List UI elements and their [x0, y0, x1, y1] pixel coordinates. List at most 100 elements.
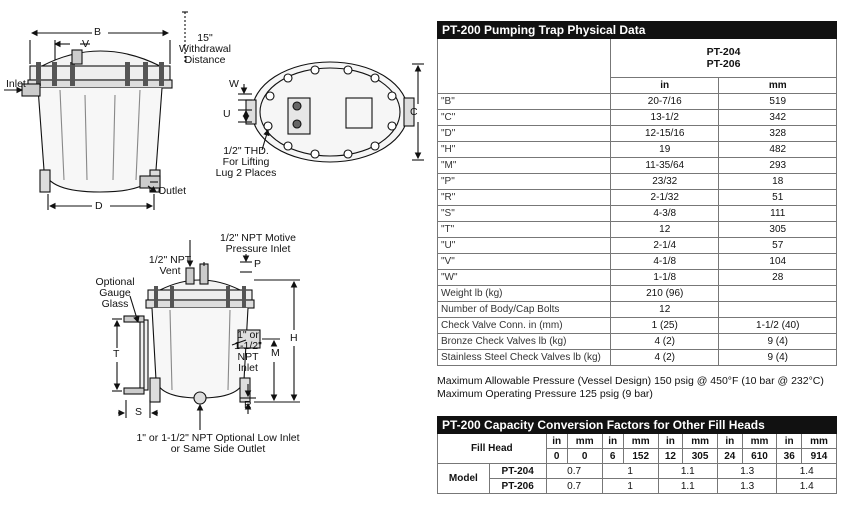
stainless-in: 4 (2) — [609, 349, 720, 366]
unit-in-header: in — [609, 77, 720, 94]
row-key: "W" — [437, 269, 611, 286]
trap-drawing-svg — [4, 11, 424, 430]
weight-value: 210 (96) — [609, 285, 720, 302]
row-key: "M" — [437, 157, 611, 174]
row-in: 19 — [609, 141, 720, 158]
row-key: "D" — [437, 125, 611, 142]
model-name: PT-204 — [488, 463, 547, 479]
model-header-line-2: PT-206 — [706, 58, 741, 70]
table-row: Stainless Steel Check Valves lb (kg)4 (2… — [437, 349, 837, 366]
table-row: Bronze Check Valves lb (kg)4 (2)9 (4) — [437, 333, 837, 350]
unit-cell: mm — [801, 433, 837, 449]
gauge-glass-line-1: Optional — [95, 276, 135, 288]
row-key: "U" — [437, 237, 611, 254]
row-in: 12-15/16 — [609, 125, 720, 142]
row-in: 4-3/8 — [609, 205, 720, 222]
physical-data-table: PT-200 Pumping Trap Physical Data PT-204… — [437, 21, 837, 366]
head-cell: 305 — [682, 448, 718, 464]
factor-cell: 1 — [601, 478, 659, 494]
row-mm: 519 — [718, 93, 837, 110]
npt-motive-label: 1/2" NPT Motive Pressure Inlet — [212, 233, 304, 255]
low-inlet-line-2: or Same Side Outlet — [170, 443, 266, 455]
bolts-key: Number of Body/Cap Bolts — [437, 301, 611, 318]
head-cell: 36 — [776, 448, 803, 464]
row-in: 2-1/4 — [609, 237, 720, 254]
row-mm: 342 — [718, 109, 837, 126]
gauge-glass-line-3: Glass — [101, 298, 129, 310]
npt-inlet-line-3: NPT — [237, 351, 259, 363]
weight-key: Weight lb (kg) — [437, 285, 611, 302]
row-in: 1-1/8 — [609, 269, 720, 286]
bolts-value: 12 — [609, 301, 720, 318]
model-name: PT-206 — [488, 478, 547, 494]
dim-c-label: C — [410, 106, 418, 118]
row-key: "P" — [437, 173, 611, 190]
dim-v-label: V — [82, 38, 90, 50]
model-label: Model — [437, 463, 490, 494]
row-key: "V" — [437, 253, 611, 270]
model-header-line-1: PT-204 — [706, 46, 741, 58]
row-key: "S" — [437, 205, 611, 222]
dim-s-label: S — [135, 406, 143, 418]
npt-inlet-line-1: 1" or — [237, 329, 259, 341]
bronze-mm: 9 (4) — [718, 333, 837, 350]
head-cell: 6 — [601, 448, 624, 464]
max-operating-pressure: Maximum Operating Pressure 125 psig (9 b… — [437, 388, 653, 400]
row-in: 13-1/2 — [609, 109, 720, 126]
gauge-glass-label: Optional Gauge Glass — [90, 277, 140, 310]
capacity-table: PT-200 Capacity Conversion Factors for O… — [437, 416, 837, 494]
row-key: "C" — [437, 109, 611, 126]
inlet-label: Inlet — [6, 78, 26, 90]
front-view — [4, 11, 188, 210]
check-valve-in: 1 (25) — [609, 317, 720, 334]
head-cell: 12 — [657, 448, 684, 464]
model-header: PT-204 PT-206 — [610, 38, 837, 78]
withdrawal-label: 15" Withdrawal Distance — [175, 33, 235, 66]
row-mm: 305 — [718, 221, 837, 238]
capacity-title: PT-200 Capacity Conversion Factors for O… — [437, 416, 837, 434]
npt-vent-line-1: 1/2" NPT — [148, 254, 192, 266]
factor-cell: 0.7 — [545, 478, 603, 494]
row-mm: 482 — [718, 141, 837, 158]
dim-u-label: U — [223, 108, 231, 120]
row-mm: 51 — [718, 189, 837, 206]
unit-cell: mm — [566, 433, 603, 449]
row-key: "T" — [437, 221, 611, 238]
npt-inlet-line-4: Inlet — [238, 362, 258, 374]
physical-data-title: PT-200 Pumping Trap Physical Data — [437, 21, 837, 39]
unit-mm-header: mm — [718, 77, 837, 94]
withdrawal-line-2: Withdrawal — [179, 43, 231, 55]
table-row: Weight lb (kg)210 (96) — [437, 285, 837, 302]
unit-cell: in — [545, 433, 568, 449]
row-key: "R" — [437, 189, 611, 206]
unit-cell: in — [717, 433, 743, 449]
row-mm: 18 — [718, 173, 837, 190]
dim-p-label: P — [254, 258, 262, 270]
dim-b-label: B — [94, 26, 102, 38]
row-mm: 57 — [718, 237, 837, 254]
lifting-lug-line-2: For Lifting — [222, 156, 270, 168]
dim-d-label: D — [95, 200, 103, 212]
table-row: PT-206 0.7 1 1.1 1.3 1.4 — [438, 478, 837, 494]
unit-cell: in — [601, 433, 624, 449]
unit-cell: mm — [682, 433, 718, 449]
row-mm: 28 — [718, 269, 837, 286]
gauge-glass-line-2: Gauge — [99, 287, 131, 299]
npt-inlet-label: 1" or 1-1/2" NPT Inlet — [226, 330, 270, 374]
top-view — [238, 61, 424, 163]
row-mm: 328 — [718, 125, 837, 142]
weight-empty — [718, 285, 837, 302]
head-cell: 0 — [566, 448, 603, 464]
npt-vent-line-2: Vent — [159, 265, 181, 277]
row-in: 23/32 — [609, 173, 720, 190]
factor-cell: 0.7 — [545, 463, 603, 479]
bronze-key: Bronze Check Valves lb (kg) — [437, 333, 611, 350]
